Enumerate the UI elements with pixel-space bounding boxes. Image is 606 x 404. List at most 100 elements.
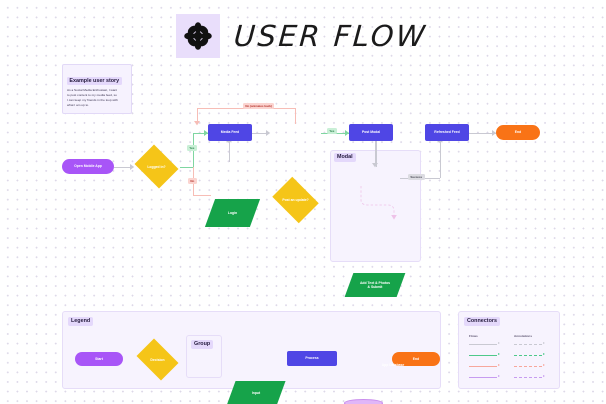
connector-arrow-icon <box>543 375 545 378</box>
connector-flow-row-4 <box>469 375 500 379</box>
legend-group-tag: Group <box>191 340 214 349</box>
legend-item-group[interactable]: Group <box>186 335 222 378</box>
node-end[interactable]: End <box>496 125 540 140</box>
connector-line <box>469 355 497 356</box>
connector-arrow-icon <box>543 342 545 345</box>
node-label: Open Mobile App <box>74 164 102 169</box>
legend-item-decision[interactable]: Decision <box>133 338 182 381</box>
connector-line-dashed <box>514 366 542 367</box>
connector-line <box>469 366 497 367</box>
user-story-line-1: As a Social Media Enthusiast, I want <box>67 88 118 93</box>
connectors-title: Connectors <box>464 317 500 326</box>
cylinder-top <box>344 399 383 404</box>
legend-item-process[interactable]: Process <box>287 351 337 366</box>
edge-label-success: Success <box>408 174 425 181</box>
legend-item-label: Input <box>251 391 261 396</box>
node-logged-in-decision[interactable]: Logged in? <box>132 144 181 189</box>
group-modal-label: Modal <box>334 153 356 162</box>
edge-arrow-mediafeed-postupdate <box>266 129 271 136</box>
edge-refreshed-to-end <box>469 132 496 134</box>
edge-decision-yes-to-mediafeed <box>192 132 208 134</box>
connector-arrow-icon <box>498 364 500 367</box>
flower-asterisk-icon <box>176 14 220 58</box>
legend-item-label: Decision <box>150 357 165 362</box>
edge-label-no-logged-in: No <box>188 178 197 185</box>
connector-annotation-row-2 <box>514 353 545 357</box>
edge-decision-yes-h <box>180 166 193 168</box>
edge-no-loop-right-v <box>295 108 296 124</box>
node-add-text-photos-submit[interactable]: Add Text & Photos & Submit <box>344 273 406 297</box>
connector-line <box>469 344 497 345</box>
node-label-line-2: & Submit <box>367 285 383 289</box>
edge-mediafeed-to-postupdate <box>251 132 269 134</box>
edge-label-yes-logged-in: Yes <box>187 145 197 152</box>
user-story-title: Example user story <box>67 76 122 86</box>
connector-arrow-icon <box>498 375 500 378</box>
legend-item-start[interactable]: Start <box>75 352 123 366</box>
edge-refreshed-down <box>375 141 377 167</box>
edge-postmodal-to-addtext <box>375 141 376 166</box>
connector-arrow-icon <box>543 353 545 356</box>
node-app-database[interactable]: App Database <box>371 342 415 387</box>
connector-flow-row-3 <box>469 364 500 368</box>
edge-success-to-refreshed-v <box>439 141 441 178</box>
edge-label-no-animates-back: No (animates back) <box>243 103 275 110</box>
node-refreshed-feed[interactable]: Refreshed Feed <box>425 124 469 141</box>
edge-no-loop-left-v <box>197 107 198 124</box>
legend-item-input[interactable]: Input <box>226 381 286 404</box>
node-label: App Database <box>381 362 405 367</box>
node-post-an-update-decision[interactable]: Post an update? <box>269 176 322 224</box>
connector-line-dashed <box>514 355 542 356</box>
title-block: USER FLOW <box>176 14 429 58</box>
node-label: Refreshed Feed <box>434 130 460 135</box>
node-post-modal[interactable]: Post Modal <box>349 124 393 141</box>
connector-arrow-icon <box>498 353 500 356</box>
node-label: Post an update? <box>282 198 309 202</box>
connector-arrow-icon <box>498 342 500 345</box>
edge-arrow-no-loop <box>194 121 201 126</box>
legend-item-label: Start <box>95 356 103 361</box>
user-story-card[interactable]: Example user story As a Social Media Ent… <box>62 64 132 115</box>
connector-arrow-icon <box>543 364 545 367</box>
edge-start-to-decision <box>114 166 132 168</box>
edge-arrow-start-decision <box>130 163 135 170</box>
node-label: Add Text & Photos & Submit <box>360 281 390 290</box>
node-media-feed[interactable]: Media Feed <box>208 124 252 141</box>
legend-item-label: Data <box>344 399 383 404</box>
connector-line <box>469 377 497 378</box>
node-label: Post Modal <box>361 130 381 135</box>
page-title: USER FLOW <box>232 19 429 53</box>
legend-title: Legend <box>68 317 94 326</box>
connector-line-dashed <box>514 344 542 345</box>
node-label: Media Feed <box>220 130 240 135</box>
edge-addtext-to-database <box>360 186 397 220</box>
connector-flow-row-2 <box>469 353 500 357</box>
legend-item-label: End <box>412 356 420 361</box>
connectors-column-annotations: Annotations <box>514 334 533 338</box>
legend-item-data[interactable]: Data <box>344 399 383 404</box>
user-story-line-3: I can keep my friends in the loop with <box>67 98 118 103</box>
node-label-line-1: Add Text & Photos <box>359 280 391 285</box>
node-label: End <box>514 130 522 135</box>
edge-arrow-yes-mediafeed <box>204 129 209 136</box>
legend-panel[interactable]: Legend Start Decision Group Input Proc <box>62 311 441 404</box>
connectors-column-flows: Flows <box>469 334 478 338</box>
node-open-mobile-app[interactable]: Open Mobile App <box>62 159 114 174</box>
user-story-line-2: to post content to my media feed, so <box>67 93 117 98</box>
legend-item-label: Process <box>305 356 319 361</box>
edge-arrow-postupdate-postmodal <box>345 129 350 136</box>
user-story-line-4: what I am up to. <box>67 103 90 108</box>
edge-decision-no-to-login <box>192 194 211 196</box>
edge-login-to-mediafeed <box>229 141 230 162</box>
connector-line-dashed <box>514 377 542 378</box>
legend-items: Start Decision Group Input Process <box>63 335 440 404</box>
group-modal[interactable] <box>330 150 421 262</box>
node-login[interactable]: Login <box>204 199 261 227</box>
connector-flow-row-1 <box>469 342 500 346</box>
connector-annotation-row-1 <box>514 342 545 346</box>
legend-item-end[interactable]: End <box>392 352 440 366</box>
connectors-panel[interactable]: Connectors Flows Annotations <box>458 311 560 389</box>
connector-annotation-row-3 <box>514 364 545 368</box>
edge-arrow-postmodal-addtext <box>372 163 379 168</box>
